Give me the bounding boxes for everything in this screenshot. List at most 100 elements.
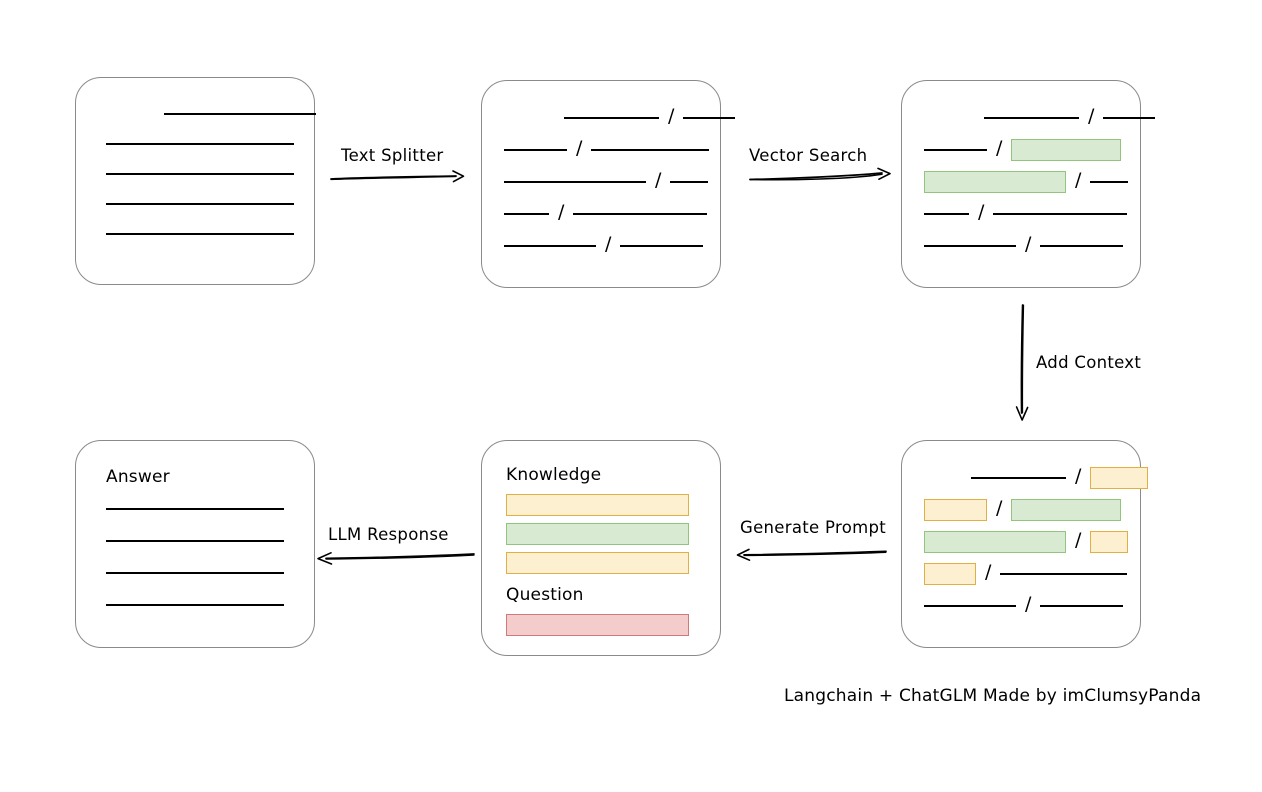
text-row: [106, 530, 284, 552]
card-context-added[interactable]: / / / / /: [901, 440, 1149, 648]
prompt-bar-red: [506, 614, 689, 636]
chunk-separator-slash: /: [605, 232, 612, 255]
chunk-separator-slash: /: [1088, 104, 1095, 127]
text-row: [164, 103, 316, 125]
text-line-segment: [620, 245, 704, 247]
text-row: /: [924, 200, 1128, 225]
text-row: /: [504, 232, 704, 257]
text-line-segment: [564, 117, 659, 119]
chunk-separator-slash: /: [1075, 464, 1082, 487]
arrow-text-splitter: [330, 170, 465, 183]
highlighted-chunk-green: [924, 531, 1066, 553]
text-line-segment: [924, 245, 1016, 247]
highlighted-chunk-green: [924, 171, 1066, 193]
text-row: /: [504, 200, 708, 225]
card-source-document[interactable]: [75, 77, 316, 285]
text-line-segment: [1040, 605, 1124, 607]
card-vector-matches[interactable]: / / / / /: [901, 80, 1156, 288]
text-row: /: [924, 560, 1128, 585]
chunk-separator-slash: /: [655, 168, 662, 191]
text-row: /: [924, 232, 1124, 257]
prompt-bar-yellow: [506, 494, 689, 516]
text-line-segment: [924, 605, 1016, 607]
footer-caption: Langchain + ChatGLM Made by imClumsyPand…: [784, 686, 1202, 706]
text-row: [106, 193, 294, 215]
text-line-segment: [504, 245, 596, 247]
text-line-segment: [993, 213, 1128, 215]
text-line-segment: [670, 181, 709, 183]
text-line-segment: [106, 572, 284, 574]
text-row: /: [924, 528, 1129, 553]
text-line-segment: [971, 477, 1066, 479]
chunk-separator-slash: /: [558, 200, 565, 223]
text-line-segment: [164, 113, 316, 115]
text-line-segment: [106, 143, 294, 145]
arrow-llm-response: [317, 552, 475, 565]
chunk-separator-slash: /: [978, 200, 985, 223]
answer-label: Answer: [106, 467, 170, 487]
text-row: /: [924, 136, 1122, 161]
arrow-label-llm-response: LLM Response: [328, 525, 449, 544]
text-line-segment: [1000, 573, 1128, 575]
text-line-segment: [984, 117, 1079, 119]
chunk-separator-slash: /: [668, 104, 675, 127]
arrow-vector-search: [749, 167, 891, 181]
chunk-separator-slash: /: [1075, 528, 1082, 551]
text-row: [106, 163, 294, 185]
card-prompt[interactable]: Knowledge Question: [481, 440, 721, 656]
text-line-segment: [106, 540, 284, 542]
prompt-bar-yellow: [506, 552, 689, 574]
chunk-separator-slash: /: [985, 560, 992, 583]
text-line-segment: [504, 213, 549, 215]
text-line-segment: [1040, 245, 1124, 247]
highlighted-chunk-yellow: [924, 499, 987, 521]
text-row: /: [924, 592, 1124, 617]
text-row: [106, 498, 284, 520]
text-row: /: [984, 104, 1156, 129]
text-row: /: [504, 168, 709, 193]
text-line-segment: [106, 508, 284, 510]
highlighted-chunk-green: [1011, 139, 1122, 161]
card-answer[interactable]: Answer: [75, 440, 315, 648]
text-line-segment: [924, 213, 969, 215]
prompt-bar-green: [506, 523, 689, 545]
text-line-segment: [504, 181, 646, 183]
text-line-segment: [504, 149, 567, 151]
text-line-segment: [1090, 181, 1129, 183]
highlighted-chunk-yellow: [924, 563, 976, 585]
text-row: /: [504, 136, 710, 161]
text-line-segment: [591, 149, 710, 151]
text-row: [106, 562, 284, 584]
text-line-segment: [1103, 117, 1156, 119]
text-line-segment: [106, 604, 284, 606]
text-row: [106, 594, 284, 616]
arrow-label-text-splitter: Text Splitter: [341, 146, 444, 165]
prompt-knowledge-label: Knowledge: [506, 465, 602, 485]
card-split-chunks[interactable]: / / / / /: [481, 80, 736, 288]
text-row: /: [924, 496, 1122, 521]
text-line-segment: [106, 233, 294, 235]
text-row: [106, 133, 294, 155]
arrow-label-generate-prompt: Generate Prompt: [740, 518, 886, 537]
arrow-add-context: [1015, 304, 1029, 421]
arrow-label-add-context: Add Context: [1036, 353, 1142, 372]
text-line-segment: [924, 149, 987, 151]
chunk-separator-slash: /: [1025, 592, 1032, 615]
highlighted-chunk-yellow: [1090, 531, 1129, 553]
highlighted-chunk-green: [1011, 499, 1122, 521]
chunk-separator-slash: /: [996, 496, 1003, 519]
text-line-segment: [106, 203, 294, 205]
text-line-segment: [573, 213, 708, 215]
text-row: /: [924, 168, 1129, 193]
text-row: /: [971, 464, 1149, 489]
text-row: /: [564, 104, 736, 129]
chunk-separator-slash: /: [996, 136, 1003, 159]
text-line-segment: [683, 117, 736, 119]
highlighted-chunk-yellow: [1090, 467, 1149, 489]
text-row: [106, 223, 294, 245]
arrow-label-vector-search: Vector Search: [749, 146, 868, 165]
chunk-separator-slash: /: [576, 136, 583, 159]
chunk-separator-slash: /: [1025, 232, 1032, 255]
prompt-question-label: Question: [506, 585, 584, 605]
chunk-separator-slash: /: [1075, 168, 1082, 191]
